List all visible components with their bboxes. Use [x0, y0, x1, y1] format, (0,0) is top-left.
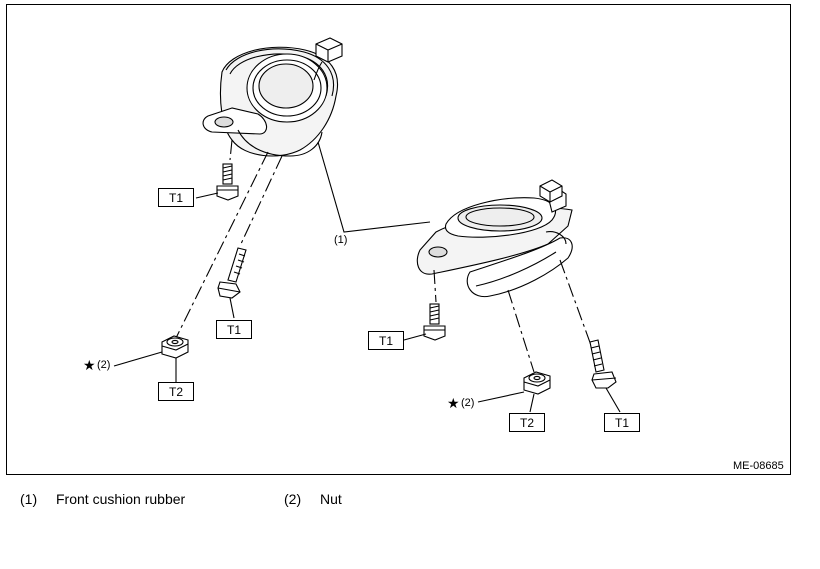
left-cushion-rubber: [202, 37, 343, 157]
right-center-lines: [433, 259, 601, 373]
torque-label-right-t1-far: T1: [604, 413, 640, 432]
leader-left-t1-upper: [195, 192, 219, 199]
torque-label-left-t1-lower: T1: [216, 320, 252, 339]
right-center-bolt: [423, 303, 446, 341]
torque-label-right-t2: T2: [509, 413, 545, 432]
torque-label-left-t1-upper: T1: [158, 188, 194, 207]
left-nut: [161, 335, 189, 359]
leader-right-t2: [529, 393, 535, 413]
figure-code: ME-08685: [733, 460, 784, 472]
diagram-frame: [6, 4, 791, 475]
right-far-bolt: [589, 339, 617, 389]
right-nut: [523, 371, 551, 395]
leader-right-t1-far: [605, 387, 621, 413]
legend-num-2: (2): [284, 491, 302, 507]
left-upper-bolt: [216, 163, 239, 201]
callout-part1: (1): [334, 234, 348, 246]
left-lower-bolt: [217, 247, 247, 299]
left-center-lines: [175, 139, 283, 339]
leader-part1: [317, 141, 431, 233]
star-mark-right: ★: [447, 395, 460, 411]
leader-left-nut: [113, 351, 163, 367]
callout-part2-right: (2): [461, 397, 475, 409]
legend-num-1: (1): [20, 491, 38, 507]
star-mark-left: ★: [83, 357, 96, 373]
leader-left-t1-lower: [229, 297, 235, 319]
torque-label-left-t2: T2: [158, 382, 194, 401]
legend-text-1: Front cushion rubber: [56, 491, 186, 507]
leader-right-t1-bolt: [403, 333, 427, 341]
right-cushion-rubber: [416, 179, 573, 298]
callout-part2-left: (2): [97, 359, 111, 371]
legend-text-2: Nut: [320, 491, 342, 507]
leader-right-nut: [477, 391, 525, 403]
torque-label-right-t1-bolt: T1: [368, 331, 404, 350]
